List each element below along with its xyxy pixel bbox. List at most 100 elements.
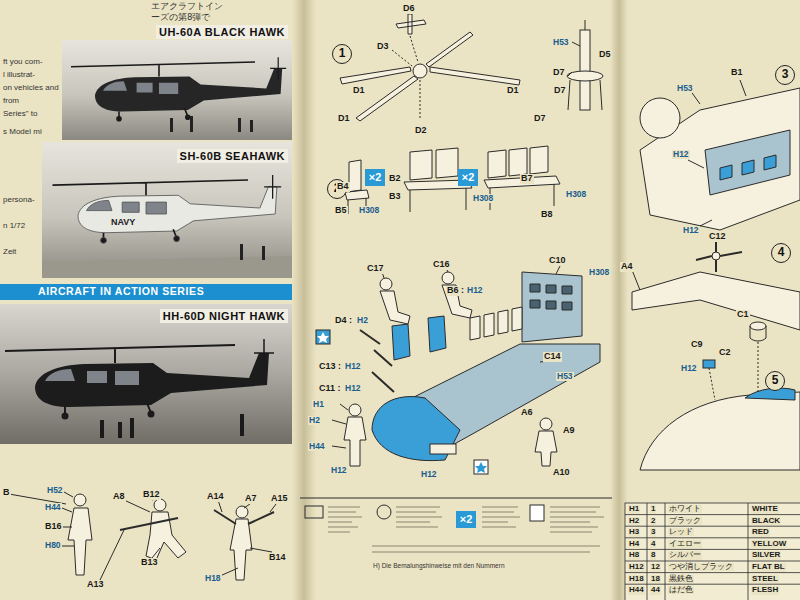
helicopter-photo [53, 175, 282, 243]
part-number: C1 [736, 310, 750, 320]
part-number: D7 [553, 86, 567, 96]
note-text: H) Die Bemalungshinweise mit den Nummern [372, 562, 506, 569]
star-box [316, 330, 330, 344]
soldier-body [230, 519, 252, 580]
text-lines [372, 546, 600, 552]
table-cell: 2 [650, 517, 656, 526]
symbol-icon [530, 505, 544, 521]
star-box [474, 460, 488, 474]
part-number: D4 : [334, 316, 353, 326]
symbol-row [300, 498, 612, 552]
table-cell: 3 [650, 528, 656, 537]
part-number: B1 [730, 68, 744, 78]
table-cell: H8 [628, 551, 640, 560]
node-text: 5 [772, 374, 779, 387]
table-cell: レッド [668, 528, 694, 536]
paint-table [625, 503, 800, 600]
symbol-icon [305, 506, 323, 518]
text-lines [482, 507, 520, 527]
passenger-seats [470, 307, 522, 340]
part-number: C16 [432, 260, 451, 270]
step-number: 1 [332, 44, 352, 64]
step-5-nose [640, 322, 800, 470]
part-number: D7 [552, 68, 566, 78]
leader-line [632, 270, 640, 290]
part-number: B6 : [446, 286, 465, 296]
text-lines [550, 507, 604, 532]
paint-code: H12 [344, 362, 362, 371]
part-number: B [2, 488, 11, 498]
seat-highlight [720, 155, 776, 180]
text-lines [328, 507, 362, 532]
tail-rotor-hub [712, 252, 720, 260]
node-text: HH-60D NIGHT HAWK [160, 309, 288, 323]
part-number: A8 [112, 492, 126, 502]
quantity-box: ×2 [456, 511, 476, 528]
paint-code: H1 [312, 400, 325, 409]
part-number: B8 [540, 210, 554, 220]
table-cell: 1 [650, 505, 656, 514]
wall-window [530, 284, 572, 310]
crew-head [349, 404, 361, 416]
part-number: A14 [206, 492, 225, 502]
table-cell: H3 [628, 528, 640, 537]
note-text: ーズの第8弾で [150, 13, 211, 22]
table-cell: H18 [628, 575, 645, 584]
table-cell: H2 [628, 517, 640, 526]
table-cell: イエロー [668, 540, 702, 548]
paint-code: H2 [356, 316, 369, 325]
soldiers [240, 244, 265, 260]
table-cell: BLACK [751, 517, 781, 526]
step-3-fuselage [640, 80, 800, 230]
control-stick [360, 330, 394, 392]
control-rod [568, 20, 602, 110]
step-number: 5 [765, 371, 785, 391]
node-text: AIRCRAFT IN ACTION SERIES [38, 286, 204, 298]
soldier-head [74, 494, 86, 506]
soldier-head [154, 499, 166, 511]
paint-code: H308 [588, 268, 610, 277]
paint-code: H308 [358, 206, 380, 215]
table-cell: はだ色 [668, 586, 694, 594]
paint-code: H53 [556, 372, 574, 381]
pilot-body [380, 291, 410, 324]
step-1-rotor [340, 14, 603, 121]
photo-panel: UH-60A BLACK HAWK [62, 22, 292, 140]
leader-line [218, 500, 276, 576]
photo [62, 40, 292, 140]
part-number: A6 [520, 408, 534, 418]
rotor-mast [580, 30, 590, 110]
part-number: D1 [337, 114, 351, 124]
part-number: D7 [533, 114, 547, 124]
rifle [120, 518, 178, 530]
part-number: B7 [520, 174, 534, 184]
step-4-tail [632, 236, 800, 330]
soldier-head [236, 506, 248, 518]
table-cell: STEEL [751, 575, 779, 584]
part-number: B2 [388, 174, 402, 184]
note-text: ft you com- [2, 58, 44, 67]
node-text: 1 [339, 47, 346, 60]
note-text: l illustrat- [2, 71, 36, 80]
table-cell: FLESH [751, 586, 779, 595]
part-number: B5 [334, 206, 348, 216]
part-number: D5 [598, 50, 612, 60]
leader-line [332, 266, 560, 448]
paint-code: H44 [44, 503, 62, 512]
part-number: D1 [506, 86, 520, 96]
crew-body [344, 417, 366, 466]
rotor-blade [356, 76, 418, 121]
cockpit-nose [372, 397, 460, 461]
assembly-line [392, 36, 420, 120]
paint-code: H12 [680, 364, 698, 373]
swashplate [567, 71, 603, 81]
photo [42, 142, 292, 278]
photo-panel: SH-60B SEAHAWK [42, 146, 292, 278]
table-cell: WHITE [751, 505, 779, 514]
part-number: A10 [552, 468, 571, 478]
helicopter-photo [71, 57, 286, 121]
part-number: C14 [543, 352, 562, 362]
figure-parts [9, 492, 276, 580]
